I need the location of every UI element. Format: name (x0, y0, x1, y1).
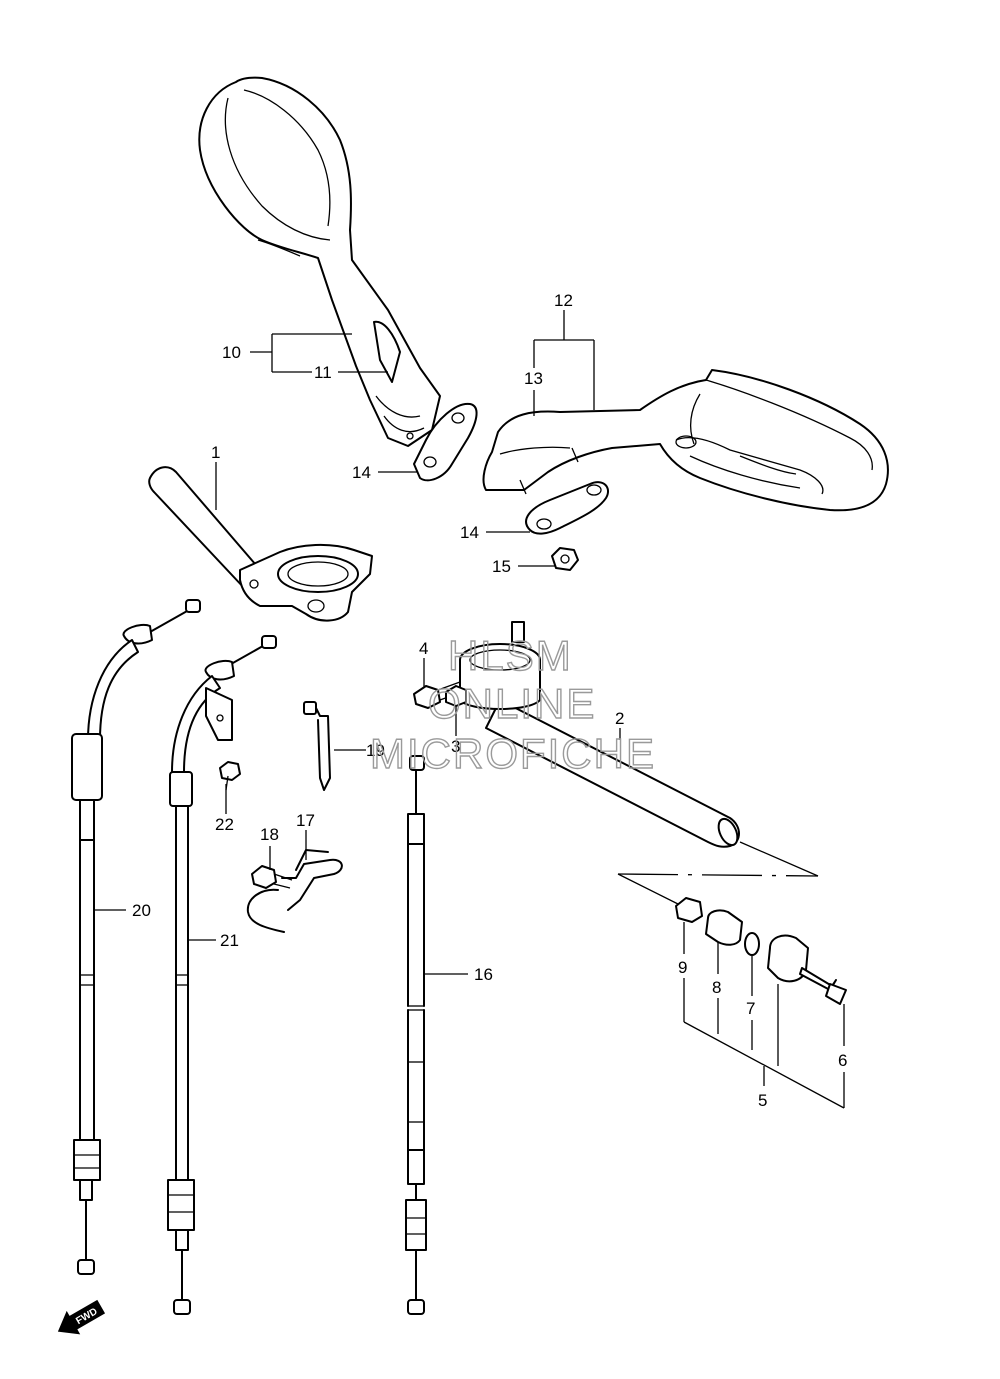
left-mirror (198, 76, 441, 447)
leader-lines (94, 310, 845, 1109)
watermark-line-2: ONLINE (428, 680, 596, 727)
callout-13: 13 (524, 369, 543, 388)
right-handlebar (459, 621, 740, 848)
bolt-3 (445, 685, 467, 707)
left-handlebar (148, 466, 373, 622)
throttle-cable-21 (167, 635, 277, 1315)
callout-22: 22 (215, 815, 234, 834)
fwd-label: FWD (74, 1306, 99, 1327)
throttle-cable-20 (71, 599, 201, 1275)
screw-22 (219, 761, 241, 791)
mirror-bracket-upper (413, 402, 478, 482)
callout-8: 8 (712, 978, 721, 997)
bar-end-parts (675, 897, 847, 1005)
mirror-bracket-lower (525, 481, 609, 535)
callout-19: 19 (366, 741, 385, 760)
assembly-axis-lines (617, 841, 819, 907)
callout-14-lower: 14 (460, 523, 479, 542)
watermark-line-3: MICROFICHE (370, 730, 656, 777)
callout-20: 20 (132, 901, 151, 920)
nut-15 (551, 547, 579, 571)
callout-labels: 1 2 3 4 5 6 7 8 9 10 11 12 13 14 14 15 1… (132, 291, 847, 1110)
clip-19 (303, 701, 331, 791)
callout-9: 9 (678, 958, 687, 977)
callout-11: 11 (314, 363, 332, 382)
callout-18: 18 (260, 825, 279, 844)
callout-21: 21 (220, 931, 239, 950)
cable-16 (405, 755, 427, 1315)
callout-7: 7 (746, 999, 755, 1018)
watermark-line-1: HLSM (448, 632, 573, 679)
callout-5: 5 (758, 1091, 767, 1110)
fwd-arrow-icon: FWD (57, 1299, 106, 1335)
bolt-18 (251, 865, 293, 889)
watermark: HLSM ONLINE MICROFICHE (369, 631, 656, 777)
callout-4: 4 (419, 639, 428, 658)
callout-12: 12 (554, 291, 573, 310)
callout-16: 16 (474, 965, 493, 984)
right-mirror (482, 369, 889, 512)
callout-2: 2 (615, 709, 624, 728)
clamp-17 (246, 849, 343, 933)
callout-3: 3 (451, 737, 460, 756)
callout-6: 6 (838, 1051, 847, 1070)
callout-14-upper: 14 (352, 463, 371, 482)
callout-10: 10 (222, 343, 241, 362)
bolt-4 (413, 681, 463, 709)
callout-17: 17 (296, 811, 315, 830)
callout-1: 1 (211, 443, 220, 462)
callout-15: 15 (492, 557, 511, 576)
